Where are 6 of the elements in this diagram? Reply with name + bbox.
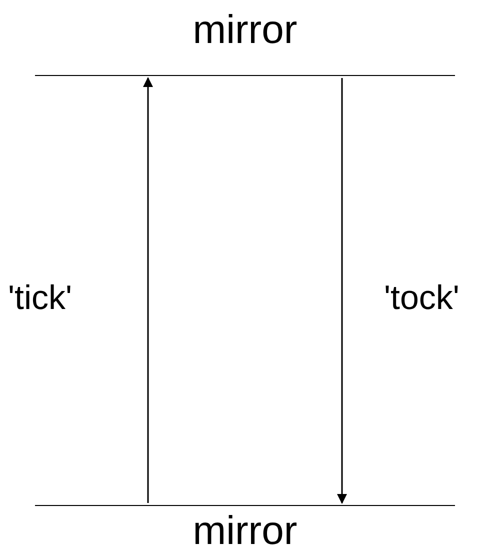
arrow bbox=[143, 77, 153, 503]
mirror-label: mirror bbox=[192, 508, 298, 555]
edge-label: 'tock' bbox=[384, 278, 460, 318]
arrow bbox=[337, 78, 347, 504]
mirror-label: mirror bbox=[192, 7, 298, 54]
edge-label: 'tick' bbox=[8, 278, 72, 318]
